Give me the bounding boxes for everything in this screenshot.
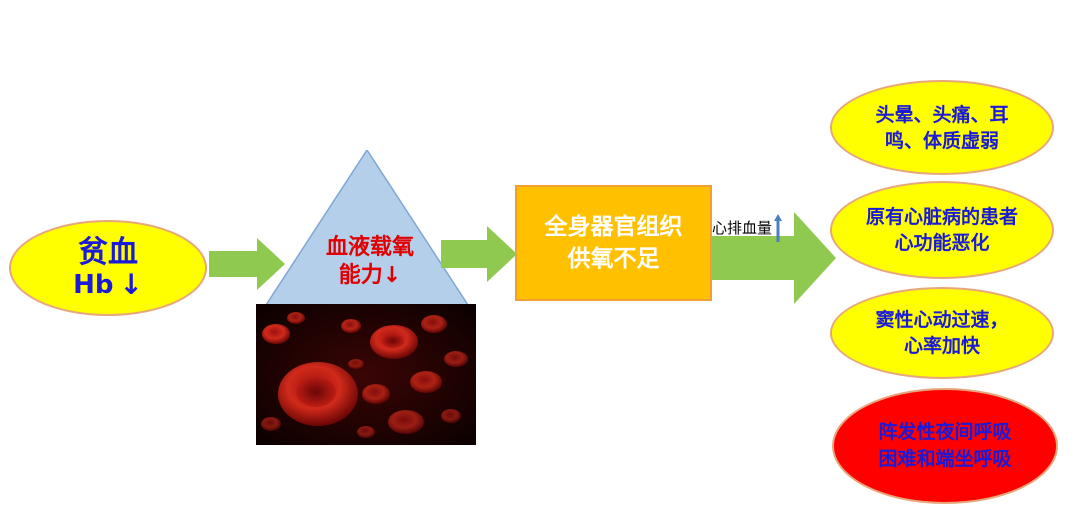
anemia-title: 贫血 [78,235,138,270]
anemia-ellipse: 贫血 Hb ↓ [9,220,207,316]
arrow-1 [209,238,285,290]
cardiac-output-text: 心排血量 [712,219,773,237]
outcome-ellipse-4: 阵发性夜间呼吸困难和端坐呼吸 [832,388,1058,504]
center-box-line2: 供氧不足 [567,246,660,272]
cardiac-output-label: 心排血量 [712,214,783,242]
up-arrow-icon [774,214,783,242]
outcome-text-1: 头晕、头痛、耳鸣、体质虚弱 [875,103,1009,152]
outcome-text-4: 阵发性夜间呼吸困难和端坐呼吸 [878,421,1012,470]
arrow-3 [712,212,836,304]
center-box: 全身器官组织 供氧不足 [515,185,712,301]
outcome-text-2: 原有心脏病的患者心功能恶化 [865,206,1018,254]
down-arrow-icon: ↓ [119,268,143,301]
center-box-line1: 全身器官组织 [544,214,683,240]
hb-label: Hb [73,270,114,300]
triangle-line1: 血液载氧 [325,235,414,260]
outcome-ellipse-3: 窦性心动过速，心率加快 [830,287,1054,379]
outcome-ellipse-2: 原有心脏病的患者心功能恶化 [830,181,1054,279]
arrow-2 [441,226,517,282]
triangle-line2: 能力↓ [338,263,402,288]
red-blood-cells-image [256,304,476,445]
triangle-text: 血液载氧 能力↓ [290,234,450,290]
outcome-text-3: 窦性心动过速，心率加快 [875,309,1009,357]
outcome-ellipse-1: 头晕、头痛、耳鸣、体质虚弱 [830,80,1054,175]
